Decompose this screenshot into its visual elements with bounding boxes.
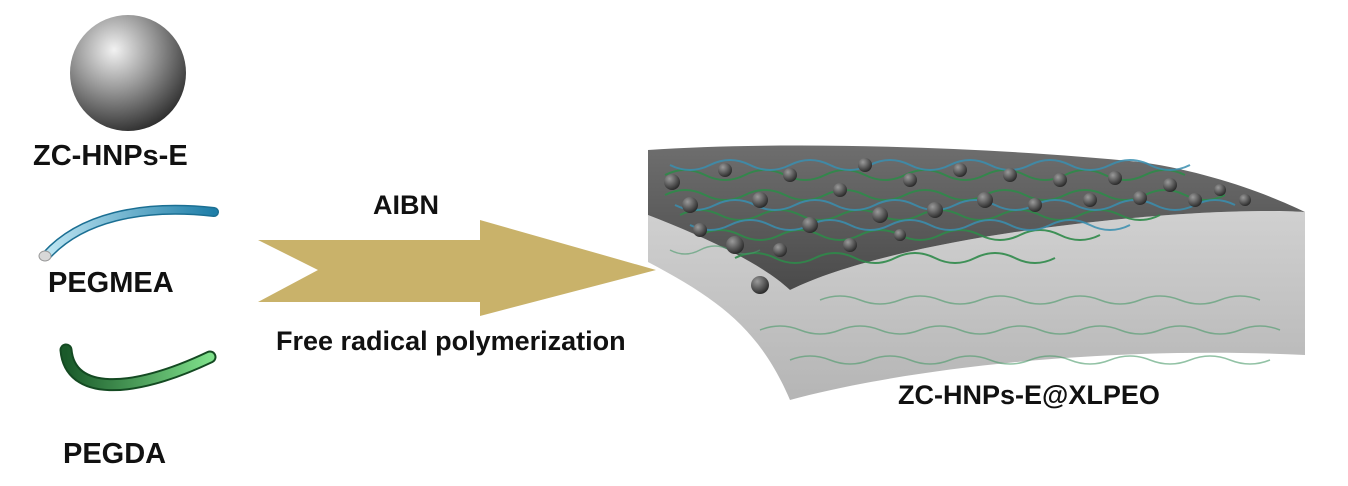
membrane-side-face — [648, 210, 1305, 400]
pegmea-chain-icon — [38, 204, 219, 262]
reagent-label-pegmea: PEGMEA — [48, 267, 174, 299]
nanoparticles — [664, 158, 1251, 294]
reagent-label-pegda: PEGDA — [63, 438, 167, 470]
membrane-3d-illustration — [648, 145, 1305, 400]
product-label: ZC-HNPs-E@XLPEO — [898, 380, 1160, 410]
nanoparticle-sphere-icon — [70, 15, 186, 131]
initiator-label: AIBN — [373, 190, 439, 220]
pegda-chain-icon — [59, 343, 217, 392]
reagent-label-nanoparticle: ZC-HNPs-E — [33, 140, 188, 172]
process-label: Free radical polymerization — [276, 326, 626, 356]
reaction-arrow — [258, 220, 656, 316]
membrane-top-face — [648, 145, 1305, 290]
